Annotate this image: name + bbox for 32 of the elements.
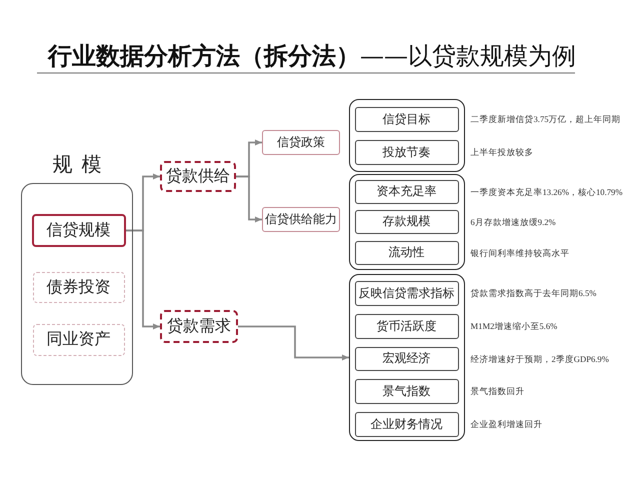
indicator-label: 信贷目标 xyxy=(382,110,430,128)
indicator-label: 宏观经济 xyxy=(382,350,430,367)
indicator-label: 流动性 xyxy=(388,244,424,261)
panel-heading: 规模 xyxy=(52,153,112,175)
annotation-text: 一季度资本充足率13.26%，核心10.79% xyxy=(470,186,622,198)
annotation-text: 银行间利率维持较高水平 xyxy=(470,246,570,258)
annotation-text: 上半年投放较多 xyxy=(470,146,534,158)
connector-arrow xyxy=(126,230,160,330)
dashed-box: 贷款供给 xyxy=(160,161,236,192)
dashed-box: 同业资产 xyxy=(32,324,124,356)
annotation-text: 经济增速好于预期，2季度GDP6.9% xyxy=(470,352,609,364)
indicator-label: 景气指数 xyxy=(382,382,430,400)
indicator-label: 投放节奏 xyxy=(382,144,430,160)
annotation-text: 景气指数回升 xyxy=(470,385,524,397)
annotation-text: 贷款需求指数高于去年同期6.5% xyxy=(470,287,596,299)
branch-box: 信贷政策 xyxy=(262,130,340,155)
highlight-box: 信贷规模 xyxy=(32,214,126,246)
annotation-text: 企业盈利增速回升 xyxy=(470,418,542,430)
dashed-box: 贷款需求 xyxy=(160,310,238,343)
annotation-text: M1M2增速缩小至5.6% xyxy=(470,320,558,332)
indicator-label: 存款规模 xyxy=(382,213,430,230)
indicator-label: 企业财务情况 xyxy=(370,416,442,432)
indicator-label: 反映信贷需求指标 xyxy=(358,284,454,302)
connector-arrow xyxy=(238,326,349,360)
branch-box: 信贷供给能力 xyxy=(262,207,340,232)
title: 行业数据分析方法（拆分法）——以贷款规模为例 xyxy=(48,41,576,71)
indicator-label: 货币活跃度 xyxy=(376,318,436,334)
annotation-text: 二季度新增信贷3.75万亿，超上年同期 xyxy=(470,113,621,125)
dashed-box: 债券投资 xyxy=(32,272,124,302)
connector-arrow xyxy=(236,176,262,222)
annotation-text: 6月存款增速放缓9.2% xyxy=(470,216,556,228)
indicator-label: 资本充足率 xyxy=(376,183,436,200)
